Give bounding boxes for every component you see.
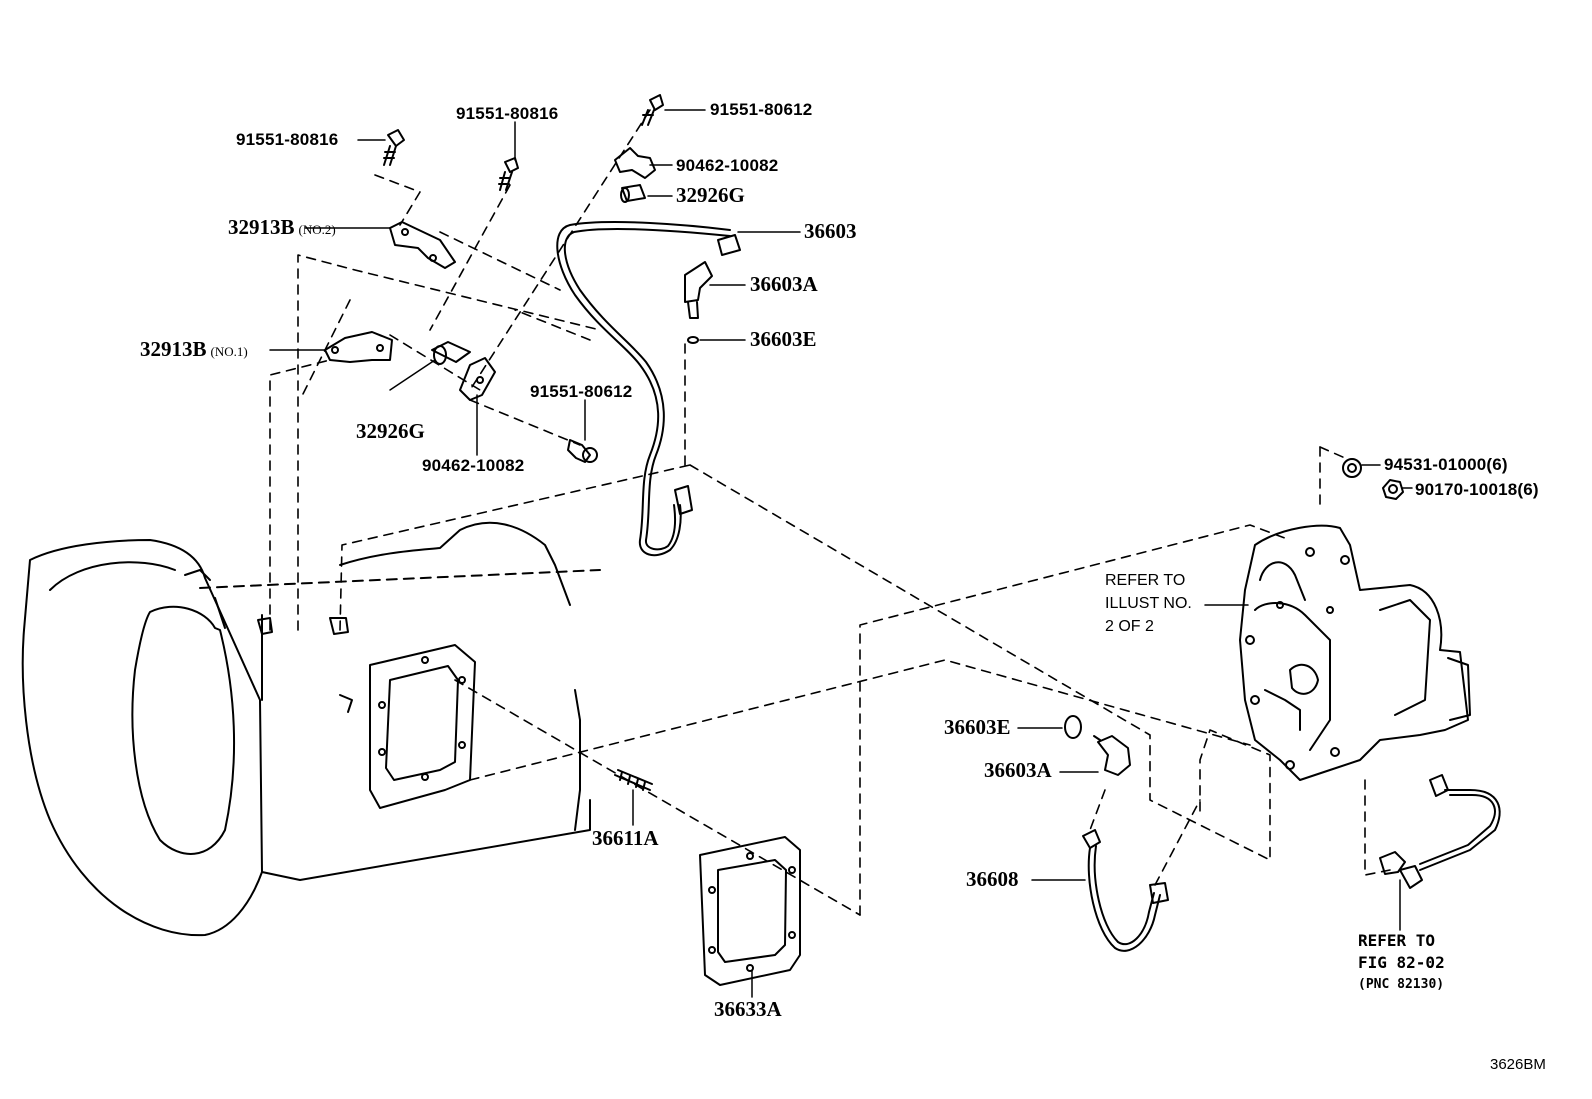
- label-90462-10082-top: 90462-10082: [676, 156, 779, 175]
- label-32926G-top: 32926G: [676, 183, 745, 207]
- label-90170-10018: 90170-10018(6): [1415, 480, 1539, 499]
- note-line: REFER TO: [1358, 931, 1436, 950]
- pto-opening: [339, 644, 476, 809]
- label-36603: 36603: [804, 219, 857, 243]
- transmission-case: [21, 521, 601, 937]
- pto-cover-36633A: [699, 836, 801, 986]
- part-number: 32913B: [228, 215, 295, 239]
- label-91551-80816-mid: 91551-80816: [456, 104, 559, 123]
- label-36608: 36608: [966, 867, 1019, 891]
- part-number: 32913B: [140, 337, 207, 361]
- assembly-lines: [269, 109, 1391, 916]
- label-36603A-top: 36603A: [750, 272, 818, 296]
- note-line: ILLUST NO.: [1105, 595, 1192, 612]
- bolt-top-right: [641, 94, 664, 126]
- qualifier: (NO.2): [298, 222, 336, 237]
- note-refer-illust: REFER TO ILLUST NO. 2 OF 2: [1105, 569, 1192, 638]
- pipe-36603: [556, 221, 741, 557]
- tube-36608: [1082, 829, 1169, 952]
- label-32926G-mid: 32926G: [356, 419, 425, 443]
- label-91551-80612-mid: 91551-80612: [530, 382, 633, 401]
- label-91551-80612-top: 91551-80612: [710, 100, 813, 119]
- diagram-id: 3626BM: [1490, 1056, 1546, 1073]
- note-line: (PNC 82130): [1358, 977, 1445, 992]
- label-36611A: 36611A: [592, 826, 659, 850]
- note-line: 2 OF 2: [1105, 618, 1154, 635]
- label-36633A: 36633A: [714, 997, 782, 1021]
- bolt-mid: [498, 157, 519, 191]
- qualifier: (NO.1): [210, 344, 248, 359]
- label-90462-10082-mid: 90462-10082: [422, 456, 525, 475]
- note-line: REFER TO: [1105, 572, 1186, 589]
- pto-unit: [1239, 524, 1471, 781]
- label-94531-01000: 94531-01000(6): [1384, 455, 1508, 474]
- callout-leaders: [269, 109, 1413, 998]
- label-32913B-no1: 32913B(NO.1): [140, 339, 248, 360]
- label-36603E-bottom: 36603E: [944, 715, 1011, 739]
- label-36603A-bottom: 36603A: [984, 758, 1052, 782]
- label-32913B-no2: 32913B(NO.2): [228, 217, 336, 238]
- label-36603E-top: 36603E: [750, 327, 817, 351]
- note-refer-fig: REFER TO FIG 82-02 (PNC 82130): [1358, 930, 1445, 996]
- note-line: FIG 82-02: [1358, 953, 1445, 972]
- label-91551-80816-left: 91551-80816: [236, 130, 339, 149]
- switch-harness: [1379, 774, 1501, 889]
- bolt-left: [383, 129, 405, 166]
